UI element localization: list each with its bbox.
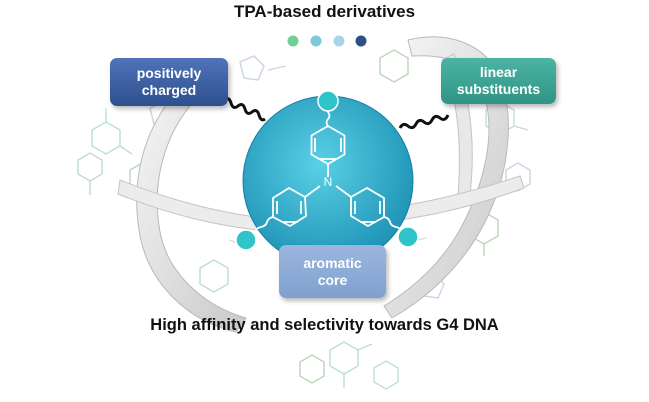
dot-row xyxy=(287,35,367,47)
linear-substituents-badge: linear substituents xyxy=(441,58,556,104)
dot-3 xyxy=(333,35,345,47)
nitrogen-atom-label: N xyxy=(324,175,333,189)
wavy-linker-right xyxy=(398,114,450,130)
positively-charged-line-1: positively xyxy=(136,65,202,81)
dot-4 xyxy=(355,35,367,47)
figure-caption: High affinity and selectivity towards G4… xyxy=(150,316,499,334)
aromatic-core-line-2: core xyxy=(317,271,348,288)
figure-title: TPA-based derivatives xyxy=(233,2,416,21)
aromatic-core-badge: aromatic core xyxy=(279,245,386,298)
dot-1 xyxy=(287,35,299,47)
linear-substituents-line-1: linear xyxy=(479,64,518,80)
dot-2 xyxy=(310,35,322,47)
node-top xyxy=(317,90,339,112)
positively-charged-line-2: charged xyxy=(141,82,197,98)
aromatic-core-line-1: aromatic xyxy=(303,254,362,271)
positively-charged-badge: positively charged xyxy=(110,58,228,106)
node-left xyxy=(235,229,257,251)
linear-substituents-line-2: substituents xyxy=(456,81,541,97)
node-right xyxy=(397,226,419,248)
wavy-linker-left xyxy=(223,97,266,122)
attachment-nodes xyxy=(235,90,419,251)
wavy-linkers xyxy=(223,97,450,130)
